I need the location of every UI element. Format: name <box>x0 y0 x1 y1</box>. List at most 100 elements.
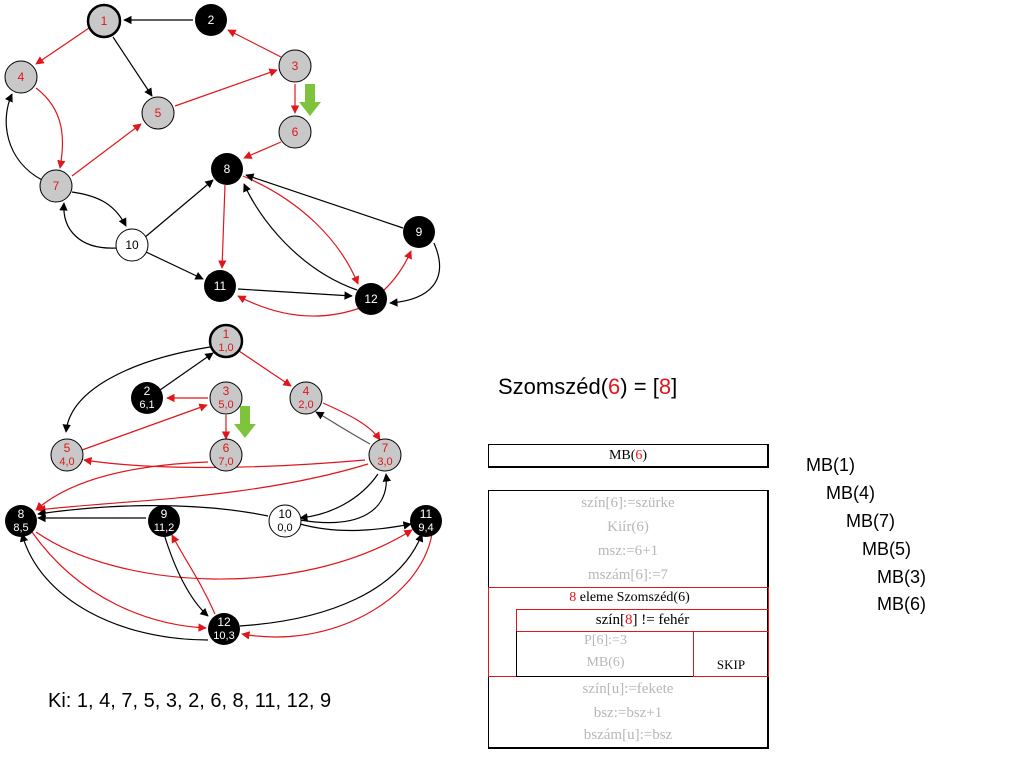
top-node-6-label: 6 <box>292 125 299 139</box>
header-node: 6 <box>635 448 643 463</box>
stack-item: MB(5) <box>862 539 911 559</box>
struct-line-bsz: bsz:=bsz+1 <box>593 705 663 721</box>
bottom-node-1-label: 1 <box>223 327 230 341</box>
bottom-node-11: 119,4 <box>410 505 442 537</box>
top-edge-8-12 <box>242 175 360 285</box>
top-edge-12-11 <box>237 295 361 317</box>
bottom-graph-nodes: 11,0 26,1 35,0 42,0 54,0 67,0 73,0 88,5 … <box>5 323 442 645</box>
bottom-node-1: 11,0 <box>208 323 244 359</box>
bottom-node-12-label: 12 <box>217 615 231 629</box>
header-prefix: MB( <box>608 448 636 463</box>
top-node-7: 7 <box>39 169 73 203</box>
bottom-node-8-sub: 8,5 <box>13 522 28 534</box>
bottom-edge-12-9 <box>171 534 216 615</box>
top-edge-12-8 <box>243 183 358 291</box>
structogram-body: szín[6]:=szürke Kiír(6) msz:=6+1 mszám[6… <box>488 490 769 749</box>
top-node-11: 11 <box>204 270 236 302</box>
neighbor-prefix: Szomszéd( <box>498 374 609 399</box>
top-node-1-label: 1 <box>101 14 108 28</box>
bottom-node-6: 67,0 <box>209 438 243 472</box>
bottom-node-4: 42,0 <box>289 381 323 415</box>
bottom-node-11-sub: 9,4 <box>418 522 433 534</box>
top-node-6: 6 <box>278 115 312 149</box>
struct-loop-header: 8 eleme Szomszéd(6) <box>489 590 770 606</box>
top-edge-7-10 <box>71 191 127 227</box>
bottom-node-3-label: 3 <box>223 384 230 398</box>
top-node-3: 3 <box>278 49 312 83</box>
bottom-node-9-label: 9 <box>161 507 168 521</box>
cond-node: 8 <box>624 612 633 628</box>
bottom-edge-8-12 <box>31 531 207 632</box>
top-node-2-label: 2 <box>208 13 215 27</box>
struct-branch-true: P[6]:=3 MB(6) <box>516 631 694 677</box>
bottom-edge-7-8 <box>37 463 369 514</box>
cond-prefix: szín[ <box>595 612 625 628</box>
struct-line-color-black: szín[u]:=fekete <box>582 681 674 697</box>
bottom-node-5-sub: 4,0 <box>59 456 74 468</box>
top-node-7-label: 7 <box>53 179 60 193</box>
top-graph-edges <box>5 15 440 317</box>
bottom-edge-12-11 <box>239 533 424 627</box>
struct-line-bszam: bszám[u]:=bsz <box>583 727 673 743</box>
top-edge-10-7 <box>59 202 118 249</box>
neighbor-suffix: ] <box>671 374 678 399</box>
top-edge-11-12 <box>237 288 353 300</box>
branch-skip: SKIP <box>716 657 746 672</box>
bottom-node-2: 26,1 <box>131 382 163 414</box>
bottom-node-7-sub: 3,0 <box>377 456 392 468</box>
stack-item: MB(3) <box>877 567 926 587</box>
bottom-node-5: 54,0 <box>50 438 84 472</box>
bottom-node-9: 911,2 <box>148 505 180 537</box>
branch-line-mb: MB(6) <box>586 655 625 670</box>
neighbor-middle: ) = [ <box>620 374 659 399</box>
bottom-node-4-sub: 2,0 <box>298 399 313 411</box>
top-node-9-label: 9 <box>416 225 423 239</box>
branch-line-p: P[6]:=3 <box>584 633 627 648</box>
bottom-edge-8-11 <box>35 529 413 580</box>
top-edge-9-8 <box>245 173 404 229</box>
bottom-node-3-sub: 5,0 <box>218 399 233 411</box>
bottom-node-11-label: 11 <box>420 507 433 521</box>
top-node-11-label: 11 <box>214 279 227 293</box>
top-edge-3-2 <box>227 29 282 58</box>
bottom-node-2-label: 2 <box>144 384 151 398</box>
bottom-graph-edges <box>19 346 433 641</box>
bottom-node-1-sub: 1,0 <box>218 342 233 354</box>
bottom-node-10: 100,0 <box>268 504 302 538</box>
top-node-3-label: 3 <box>292 59 299 73</box>
struct-branch-false: SKIP <box>693 631 769 677</box>
bottom-node-3: 35,0 <box>209 381 243 415</box>
top-edge-8-11 <box>218 184 227 269</box>
bottom-node-4-label: 4 <box>303 384 310 398</box>
bottom-node-10-sub: 0,0 <box>277 522 292 534</box>
top-green-arrow-icon <box>299 84 321 116</box>
top-edge-1-4 <box>35 27 90 65</box>
bottom-edge-10-8 <box>37 505 269 518</box>
stack-item: MB(7) <box>846 511 895 531</box>
loop-text: eleme Szomszéd(6) <box>576 590 690 605</box>
bottom-node-5-label: 5 <box>64 441 71 455</box>
bottom-node-7-label: 7 <box>382 441 389 455</box>
top-node-2: 2 <box>195 4 227 36</box>
bottom-node-10-label: 10 <box>278 507 292 521</box>
top-node-10: 10 <box>115 228 149 262</box>
bottom-edge-7-4 <box>315 411 371 445</box>
top-node-10-label: 10 <box>125 238 139 252</box>
loop-prefix: 8 <box>569 590 577 605</box>
bottom-edge-11-12 <box>241 533 433 640</box>
bottom-node-2-sub: 6,1 <box>139 399 154 411</box>
structogram-header: MB(6) <box>488 444 769 468</box>
header-suffix: ) <box>642 448 648 463</box>
top-edge-5-3 <box>174 68 278 107</box>
top-edge-1-5 <box>112 36 153 97</box>
bottom-edge-10-11 <box>299 521 412 532</box>
top-edge-4-7 <box>35 87 66 169</box>
top-node-1: 1 <box>86 3 122 39</box>
struct-line-color-gray: szín[6]:=szürke <box>581 495 675 511</box>
struct-line-msz: msz:=6+1 <box>597 543 659 559</box>
top-graph-nodes: 1 2 3 4 5 6 7 8 9 10 11 12 <box>4 3 435 315</box>
bottom-node-8-label: 8 <box>18 507 25 521</box>
struct-line-mszam: mszám[6]:=7 <box>587 567 669 583</box>
top-node-5-label: 5 <box>155 106 162 120</box>
stack-item: MB(4) <box>826 483 875 503</box>
